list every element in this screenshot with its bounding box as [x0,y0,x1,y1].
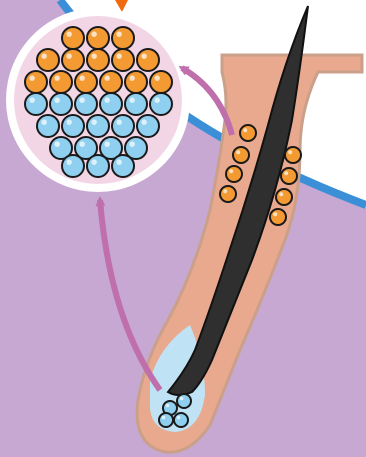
stem-cell [174,413,188,427]
melanocyte-cell [226,166,242,182]
stem-cell [159,413,173,427]
melanocyte-cell [270,209,286,225]
cluster-cell [112,27,134,49]
cluster-cell [62,49,84,71]
melanocyte-cell [220,186,236,202]
cluster-cell [62,155,84,177]
cluster-cell [125,71,147,93]
cluster-cell [75,71,97,93]
cluster-cell [25,93,47,115]
melanocyte-cell [233,147,249,163]
cluster-cell [87,155,109,177]
cluster-cell [25,71,47,93]
cluster-cell [37,115,59,137]
cluster-cell [137,115,159,137]
cluster-cell [62,27,84,49]
cluster-cell [50,93,72,115]
cluster-cell [112,115,134,137]
melanocyte-cell [276,189,292,205]
melanocyte-cell [240,125,256,141]
cluster-cell [100,71,122,93]
cluster-cell [125,93,147,115]
stem-cell [177,394,191,408]
cluster-cell [50,71,72,93]
melanocyte-cell [281,168,297,184]
cluster-cell [87,27,109,49]
cluster-cell [137,49,159,71]
cluster-cell [150,93,172,115]
cluster-cell [112,155,134,177]
cluster-cell [100,93,122,115]
cluster-cell [75,93,97,115]
cluster-cell [150,71,172,93]
cluster-cell [37,49,59,71]
cluster-cell [87,49,109,71]
cluster-cell [62,115,84,137]
cluster-cell [112,49,134,71]
melanocyte-cell [285,147,301,163]
cluster-cell [87,115,109,137]
